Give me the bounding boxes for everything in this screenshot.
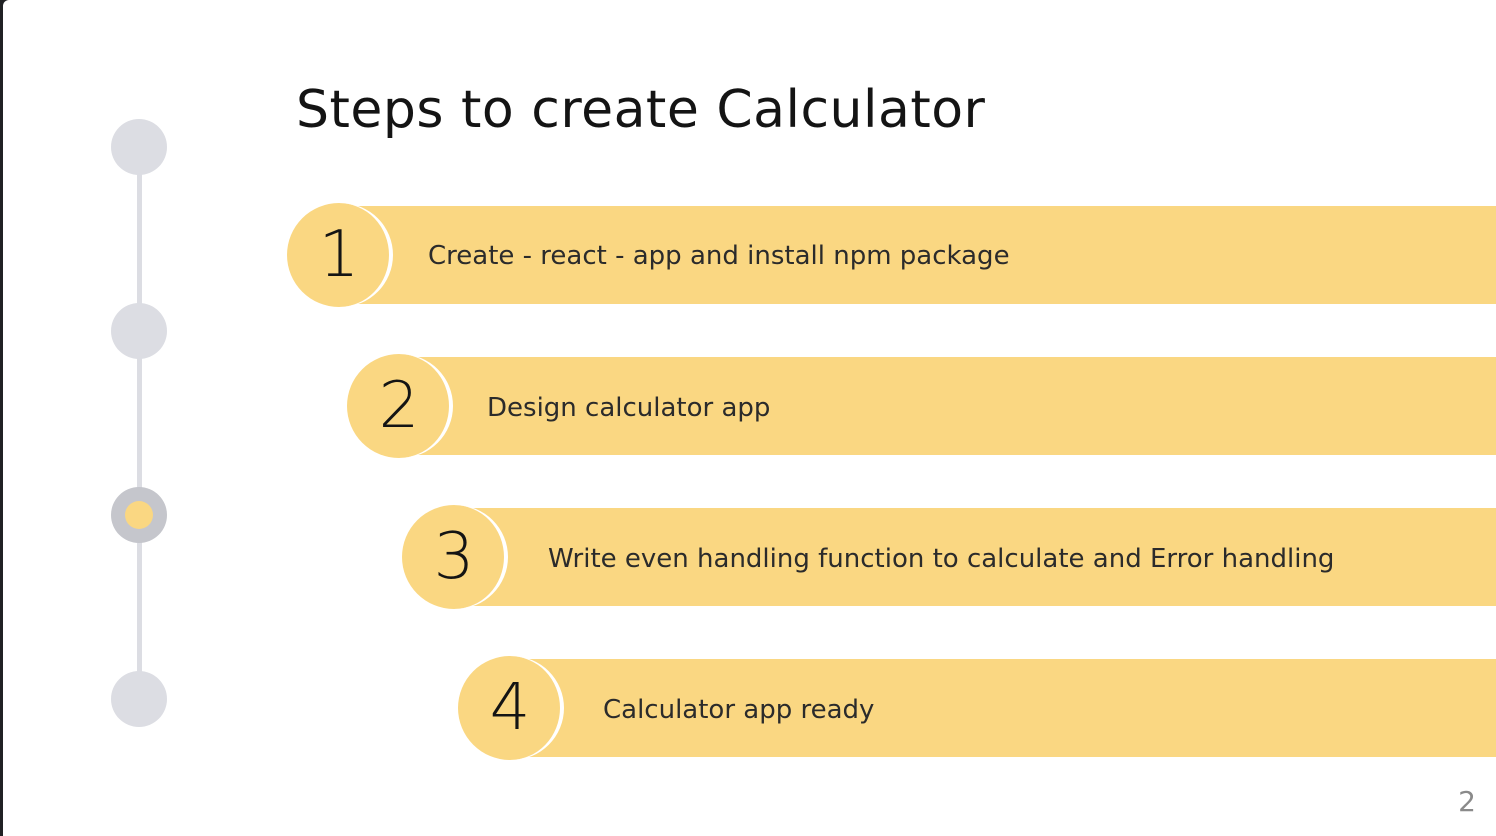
step-3-text: Write even handling function to calculat… [548,544,1335,574]
timeline-dot-1 [111,119,167,175]
timeline-dot-2 [111,303,167,359]
step-1-circle: 1 [287,203,391,307]
timeline-dot-3-active [111,487,167,543]
step-2-text: Design calculator app [487,393,771,423]
timeline-dot-4 [111,671,167,727]
step-1-text: Create - react - app and install npm pac… [428,241,1010,271]
step-4-bar [509,659,1496,757]
step-4-text: Calculator app ready [603,695,875,725]
step-3-number: 3 [433,520,475,594]
page-number: 2 [1458,785,1476,818]
slide: Steps to create Calculator 1 Create - re… [3,0,1496,836]
step-4-number: 4 [489,671,531,745]
step-1-number: 1 [318,218,360,292]
timeline-line [137,147,142,699]
step-3-circle: 3 [402,505,506,609]
step-2-circle: 2 [347,354,451,458]
step-1-bar [338,206,1496,304]
step-2-bar [398,357,1496,455]
step-3-bar [453,508,1496,606]
timeline-dot-highlight [125,501,153,529]
step-4-circle: 4 [458,656,562,760]
step-2-number: 2 [378,369,420,443]
slide-title: Steps to create Calculator [296,80,986,140]
